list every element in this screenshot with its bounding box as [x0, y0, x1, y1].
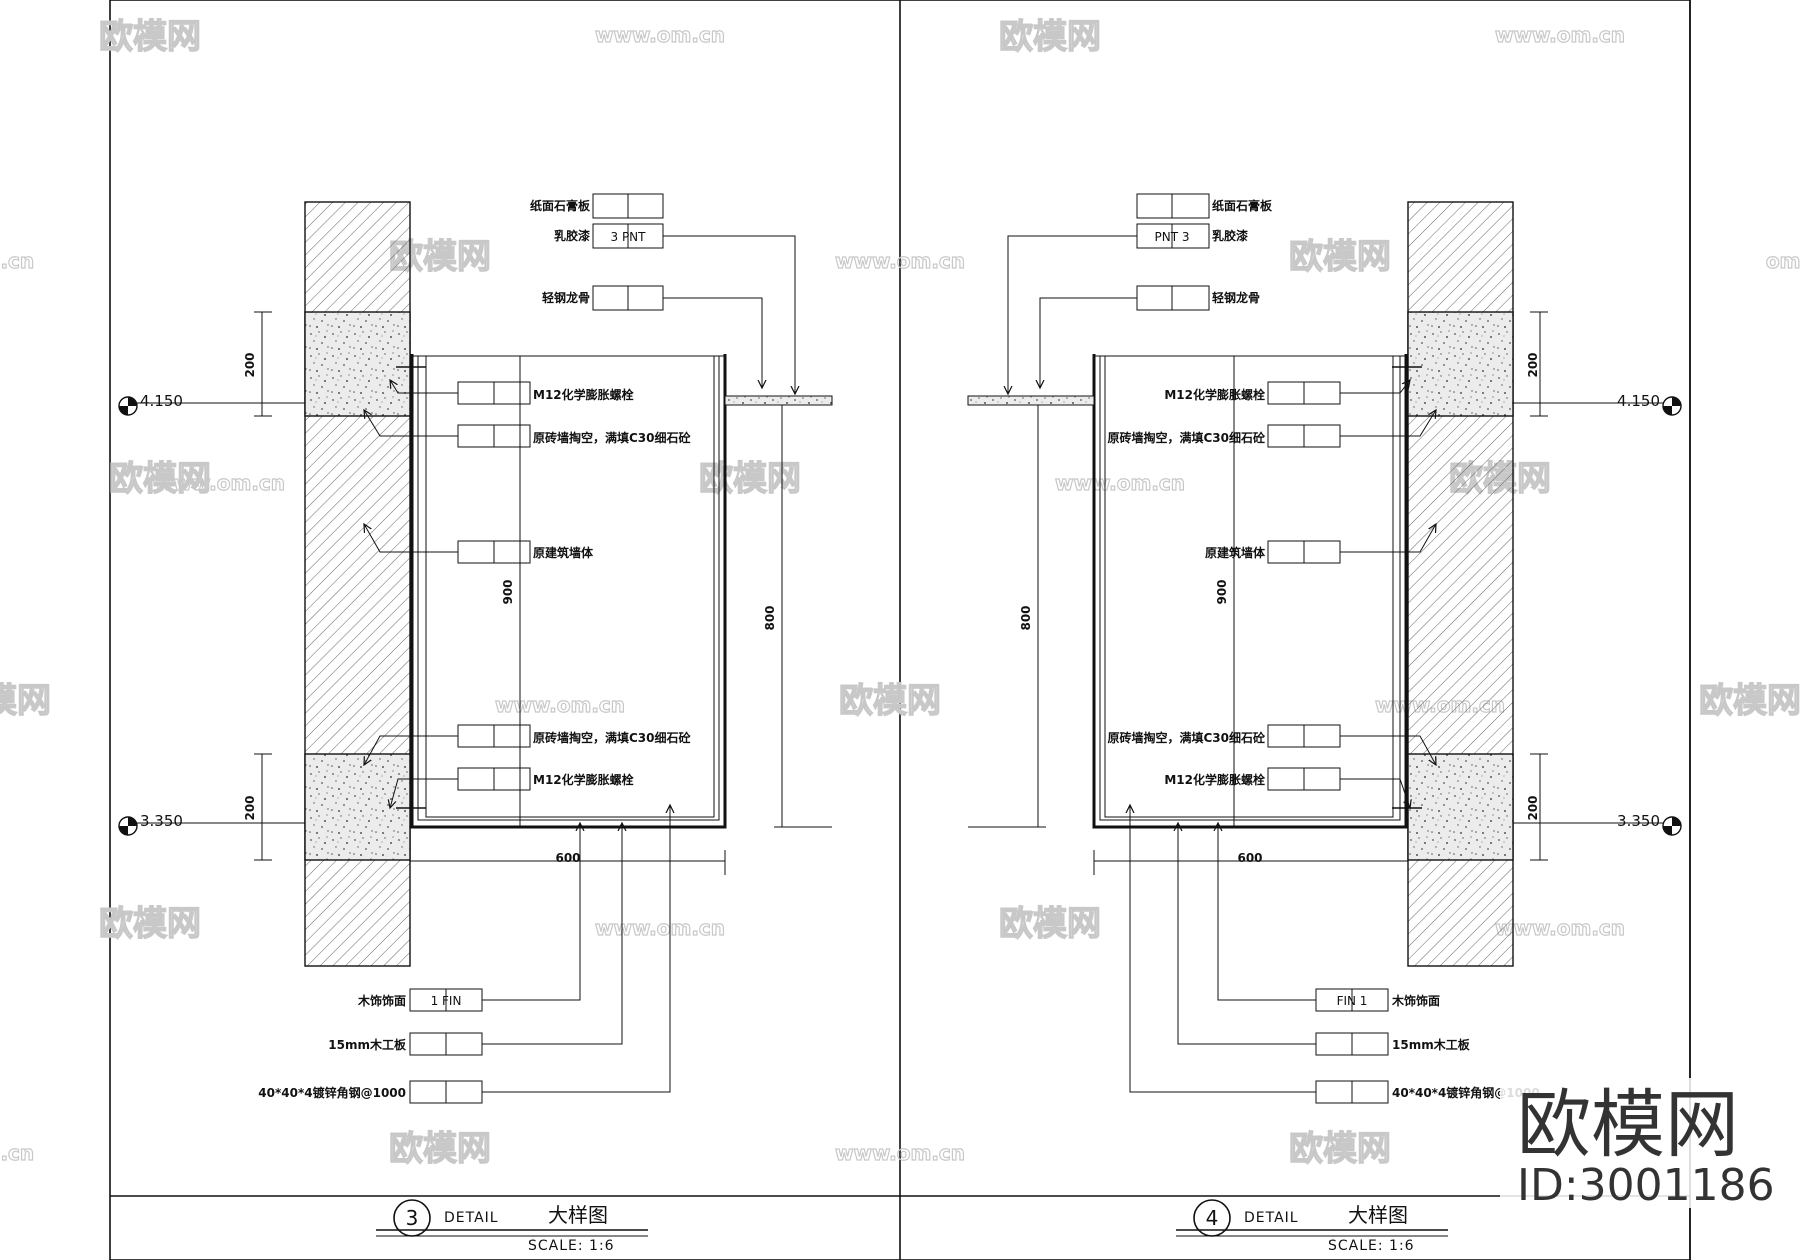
tag-steel-keel: 轻钢龙骨 — [542, 290, 590, 305]
level-3350: 3.350 — [140, 812, 183, 830]
dim-200-top: 200 — [243, 352, 257, 377]
tag-original-wall: 原建筑墙体 — [533, 545, 594, 560]
concrete-block-bottom — [1407, 753, 1514, 861]
detail-3-title-cn: 大样图 — [548, 1203, 608, 1227]
level-4150: 4.150 — [140, 392, 183, 410]
tag-anchor-bolt-bottom: M12化学膨胀螺栓 — [1164, 772, 1265, 787]
watermark-url: om.cn — [0, 249, 34, 273]
tag-c30-fill-bottom: 原砖墙掏空，满填C30细石砼 — [1107, 730, 1266, 745]
dim-800: 800 — [763, 605, 777, 630]
watermark-url: www.om.cn — [155, 471, 285, 495]
watermark-url: www.om.cn — [495, 693, 625, 717]
tag-anchor-bolt-bottom: M12化学膨胀螺栓 — [533, 772, 634, 787]
tag-angle-steel: 40*40*4镀锌角钢@1000 — [258, 1085, 406, 1100]
watermark-logo: 欧模网 — [109, 459, 211, 499]
concrete-block-top — [1407, 311, 1514, 417]
tag-original-wall: 原建筑墙体 — [1205, 545, 1266, 560]
watermark-url: www.om.cn — [1495, 23, 1625, 47]
watermark-url: www.om.cn — [1495, 916, 1625, 940]
watermark-logo: 欧模网 — [999, 904, 1101, 944]
tag-anchor-bolt-top: M12化学膨胀螺栓 — [1164, 387, 1265, 402]
watermark-url: www.om.cn — [595, 916, 725, 940]
tag-gypsum-board: 纸面石膏板 — [1212, 198, 1273, 213]
watermark-logo: 欧模网 — [0, 681, 51, 721]
tag-c30-fill-top: 原砖墙掏空，满填C30细石砼 — [1107, 430, 1266, 445]
detail-number-3: 3 — [406, 1206, 419, 1230]
detail-4-title-cn: 大样图 — [1348, 1203, 1408, 1227]
watermark-logo: 欧模网 — [99, 904, 201, 944]
tag-latex-code: 3 PNT — [611, 230, 647, 244]
watermark-url: www.om.cn — [1055, 471, 1185, 495]
brand-logo-text: 欧模网 — [1517, 1082, 1739, 1168]
tag-latex-code: PNT 3 — [1155, 230, 1190, 244]
detail-3-scale: SCALE: 1:6 — [528, 1238, 615, 1254]
tag-steel-keel: 轻钢龙骨 — [1212, 290, 1260, 305]
tag-gypsum-board: 纸面石膏板 — [530, 198, 591, 213]
concrete-block-top — [304, 311, 411, 417]
watermark-url: www.om.cn — [835, 249, 965, 273]
detail-3: 200 200 900 800 600 4.150 3.350 纸面石膏板 3 … — [118, 193, 833, 1254]
tag-anchor-bolt-top: M12化学膨胀螺栓 — [533, 387, 634, 402]
enclosure-inner — [1099, 356, 1401, 821]
tag-plywood: 15mm木工板 — [328, 1037, 407, 1052]
brand-id: ID:3001186 — [1517, 1160, 1775, 1211]
watermark-logo: 欧模网 — [1289, 1129, 1391, 1169]
enclosure-outer — [410, 354, 727, 829]
tag-c30-fill-top: 原砖墙掏空，满填C30细石砼 — [533, 430, 692, 445]
dim-200-bottom: 200 — [1526, 795, 1540, 820]
detail-4: 200 200 900 800 600 4.150 3.350 纸面石膏板 PN… — [967, 193, 1682, 1254]
detail-number-4: 4 — [1206, 1206, 1219, 1230]
watermark-logo: 欧模网 — [839, 681, 941, 721]
enclosure-frame — [1104, 355, 1394, 818]
tag-latex-paint: 乳胶漆 — [1212, 228, 1248, 243]
watermark-logo: 欧模网 — [1699, 681, 1800, 721]
ceiling-board — [967, 395, 1095, 406]
watermark-url: www.om.cn — [835, 1141, 965, 1165]
level-3350: 3.350 — [1617, 812, 1660, 830]
watermark-logo: 欧模网 — [1289, 237, 1391, 277]
tag-c30-fill-bottom: 原砖墙掏空，满填C30细石砼 — [533, 730, 692, 745]
tag-wood-finish: 木饰饰面 — [357, 993, 406, 1008]
tag-plywood: 15mm木工板 — [1392, 1037, 1471, 1052]
detail-4-title-en: DETAIL — [1244, 1210, 1299, 1226]
dim-200-top: 200 — [1526, 352, 1540, 377]
dim-600: 600 — [1237, 851, 1262, 865]
ceiling-board — [724, 395, 833, 406]
watermark-logo: 欧模网 — [699, 459, 801, 499]
watermark-logo: 欧模网 — [99, 17, 201, 57]
watermark-url: om.cn — [1766, 249, 1800, 273]
tag-wood-finish-code: FIN 1 — [1337, 994, 1368, 1008]
dim-200-bottom: 200 — [243, 795, 257, 820]
enclosure-inner — [417, 356, 720, 821]
detail-4-scale: SCALE: 1:6 — [1328, 1238, 1415, 1254]
watermark-logo: 欧模网 — [999, 17, 1101, 57]
watermark-logo: 欧模网 — [389, 1129, 491, 1169]
dim-900: 900 — [1215, 579, 1229, 604]
dim-800: 800 — [1019, 605, 1033, 630]
dim-600: 600 — [555, 851, 580, 865]
dim-900: 900 — [501, 579, 515, 604]
tag-wood-finish: 木饰饰面 — [1391, 993, 1440, 1008]
tag-wood-finish-code: 1 FIN — [431, 994, 462, 1008]
level-4150: 4.150 — [1617, 392, 1660, 410]
tag-latex-paint: 乳胶漆 — [554, 228, 590, 243]
watermark-url: www.om.cn — [595, 23, 725, 47]
watermark-url: om.cn — [0, 1141, 34, 1165]
detail-3-title-en: DETAIL — [444, 1210, 499, 1226]
concrete-block-bottom — [304, 753, 411, 861]
enclosure-outer — [1092, 354, 1408, 829]
